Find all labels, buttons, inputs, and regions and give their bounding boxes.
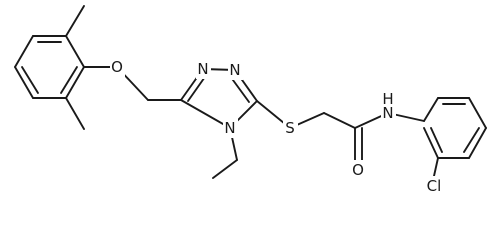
bond-double <box>430 127 443 153</box>
bonds <box>14 5 487 179</box>
atom-label-n-triazole-4: N <box>224 119 235 137</box>
atom-labels: O N N N S O H N Cl <box>110 57 445 196</box>
bond <box>468 97 487 129</box>
bond <box>14 66 34 99</box>
structure-diagram: O N N N S O H N Cl <box>14 5 487 196</box>
bond <box>212 159 238 179</box>
atom-label-n-amide: N <box>382 104 393 122</box>
bond <box>323 112 356 129</box>
bond-double <box>60 66 78 94</box>
bond <box>14 35 34 68</box>
bond-double <box>463 127 480 153</box>
atom-label-o-carbonyl: O <box>352 161 364 179</box>
bond <box>433 157 439 177</box>
atom-label-o-ether: O <box>111 58 123 76</box>
bond <box>65 97 85 130</box>
atom-label-s: S <box>285 119 295 137</box>
bond <box>468 127 487 159</box>
atom-label-cl: Cl <box>427 177 442 195</box>
atom-label-n-triazole-2: N <box>229 61 240 79</box>
bond <box>65 5 85 37</box>
atom-label-h-amide: H <box>382 90 393 108</box>
bond-double <box>229 75 250 103</box>
bond <box>423 127 439 159</box>
bond <box>180 99 231 129</box>
bond <box>65 35 85 68</box>
bond-double <box>21 66 39 94</box>
atom-label-n-triazole-1: N <box>197 60 208 78</box>
bond <box>423 97 439 122</box>
bond <box>65 66 85 99</box>
